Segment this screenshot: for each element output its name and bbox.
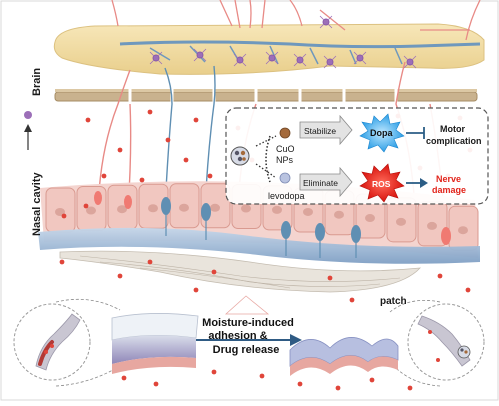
drug-particle [211,269,217,275]
drug-particles [59,109,473,391]
drug-particle [183,157,189,163]
drug-particle [147,259,153,265]
drug-particle [153,381,159,387]
cribriform-plate [54,89,478,102]
drug-particle [207,173,213,179]
caption-line3: Drug release [213,344,280,356]
release-arrow [196,334,302,346]
drug-particle [165,137,171,143]
drug-particle [139,177,145,183]
drug-particle [193,117,199,123]
caption-line2: adhesion & [208,330,267,342]
cuo-particle-icon [279,127,291,139]
stabilize-label: Stabilize [304,126,336,136]
cell-nucleus [334,210,344,219]
mitral-cells [149,15,417,69]
cuo-label-line2: NPs [276,155,294,165]
cell-nucleus [458,226,468,235]
drug-particle [85,117,91,123]
drug-particle [211,369,217,375]
eliminate-arrow [299,166,353,198]
cell-nucleus [241,204,251,213]
direction-arrow [24,111,32,150]
cell-nucleus [396,217,406,226]
left-zoom-circle [13,303,91,381]
drug-particle [117,273,123,279]
cell-nucleus [179,203,189,212]
drug-particle [59,259,65,265]
dopa-burst [359,113,405,153]
cell-nucleus [272,205,282,214]
mechanism-inset [225,107,489,205]
patch-label: patch [380,296,407,307]
drug-particle [465,287,471,293]
nanoparticle-icon [230,146,250,166]
drug-particle [437,273,443,279]
ros-burst [359,163,405,203]
left-patch-slab [111,313,199,374]
cell-nucleus [148,204,158,213]
motor-label-line2: complication [426,136,482,146]
drug-particle [101,173,107,179]
cell-nucleus [86,206,96,215]
caption-line1: Moisture-induced [202,317,294,329]
dopa-label: Dopa [370,128,393,138]
drug-particle [61,213,67,219]
brain-label: Brain [31,68,43,96]
stabilize-arrow [299,114,353,146]
cell-nucleus [210,203,220,212]
drug-particle [259,373,265,379]
nasal-cavity-label: Nasal cavity [31,172,43,236]
drug-particle [327,275,333,281]
cell-nucleus [365,214,375,223]
nerve-label-line1: Nerve [436,174,461,184]
bottom-section [13,295,485,387]
right-zoom-circle [407,303,485,381]
drug-particle [117,147,123,153]
drug-particle [349,297,355,303]
drug-particle [369,377,375,383]
nerve-label-line2: damage [432,185,466,195]
drug-particle [335,385,341,391]
drug-particle [193,287,199,293]
drug-particle [407,385,413,391]
cell-nucleus [303,207,313,216]
cell-nucleus [427,221,437,230]
drug-particle [147,109,153,115]
levodopa-particle-icon [279,172,291,184]
cuo-label-line1: CuO [276,144,295,154]
eliminate-label: Eliminate [303,178,338,188]
right-patch-slab [289,337,399,376]
ros-label: ROS [372,179,391,189]
brain-axons [111,0,481,41]
drug-particle [83,203,89,209]
drug-particle [297,381,303,387]
levodopa-label: levodopa [268,191,305,201]
motor-label-line1: Motor [440,124,465,134]
brain-region [53,23,485,75]
cell-nucleus [117,205,127,214]
cell-nucleus [55,208,65,216]
olfactory-neurons [94,191,451,258]
drug-particle [121,375,127,381]
